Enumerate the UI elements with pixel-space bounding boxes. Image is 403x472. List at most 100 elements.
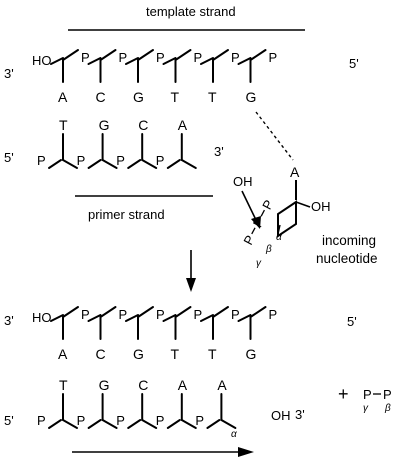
template-base: G	[133, 346, 144, 362]
triphosphate-bond-2	[260, 209, 265, 217]
triphosphate: P P P	[240, 197, 276, 247]
template-sugar-link	[137, 49, 154, 61]
primer-base: C	[138, 117, 148, 133]
template-phosphate: P	[231, 50, 240, 65]
top-primer-oh: OH	[233, 174, 253, 189]
template-base: C	[96, 89, 106, 105]
primer-phosphodiester-bond	[87, 159, 102, 169]
primer-base: T	[59, 377, 68, 393]
primer-phosphodiester-bond	[48, 419, 62, 429]
template-sugar-link	[99, 49, 117, 61]
template-sugar-link	[62, 306, 79, 318]
template-base: A	[58, 89, 68, 105]
incoming-oh-bond	[295, 201, 311, 208]
template-sugar-link	[99, 306, 117, 318]
primer-phosphodiester-bond	[127, 419, 142, 429]
top-template-ho: HO	[32, 53, 52, 68]
incoming-sugar	[277, 200, 297, 238]
template-phosphodiester-bond	[237, 57, 252, 65]
incoming-label-line1: incoming	[322, 233, 376, 248]
reaction-arrowhead	[186, 278, 196, 292]
incoming-base: A	[290, 164, 300, 180]
plus-sign: +	[338, 384, 349, 404]
triphosphate-gamma: γ	[256, 258, 262, 269]
template-phosphate: P	[81, 307, 90, 322]
template-phosphodiester-bond	[87, 314, 102, 322]
template-sugar-link	[62, 49, 79, 61]
template-phosphate: P	[269, 307, 278, 322]
template-phosphate: P	[119, 50, 128, 65]
template-sugar-link	[212, 306, 229, 318]
template-phosphodiester-bond	[162, 57, 177, 65]
pyrophosphate-p2: P	[383, 387, 392, 402]
template-phosphodiester-bond	[237, 314, 252, 322]
template-strand-label: template strand	[146, 4, 236, 19]
template-phosphodiester-bond	[50, 57, 64, 65]
primer-sugar-link	[141, 159, 158, 169]
primer-phosphodiester-bond	[127, 159, 142, 169]
primer-sugar-link	[220, 419, 237, 429]
template-sugar-link	[249, 306, 267, 318]
attack-arrow-shaft	[241, 190, 257, 221]
template-phosphodiester-bond	[125, 314, 139, 322]
triphosphate-p-alpha: P	[259, 197, 276, 212]
template-base: C	[96, 346, 106, 362]
template-base: G	[246, 89, 257, 105]
triphosphate-bond-1	[251, 227, 256, 235]
template-phosphate: P	[231, 307, 240, 322]
template-phosphate: P	[156, 50, 165, 65]
primer-base: G	[99, 377, 110, 393]
template-base: G	[246, 346, 257, 362]
template-phosphodiester-bond	[200, 314, 214, 322]
primer-sugar-link	[101, 159, 118, 169]
primer-base: A	[178, 377, 188, 393]
template-phosphodiester-bond	[87, 57, 102, 65]
primer-phosphodiester-bond	[166, 419, 181, 429]
primer-phosphate: P	[156, 153, 165, 168]
top-primer-3prime: 3'	[214, 144, 224, 159]
top-template-3prime: 3'	[4, 66, 14, 81]
primer-phosphate: P	[77, 413, 86, 428]
template-phosphate: P	[194, 50, 203, 65]
primer-phosphate: P	[116, 413, 125, 428]
base-pair-dashed-line	[255, 111, 294, 161]
primer-phosphate: P	[195, 413, 204, 428]
alpha-to-sugar-bond	[277, 224, 281, 235]
primer-phosphate: P	[156, 413, 165, 428]
template-phosphodiester-bond	[200, 57, 214, 65]
template-sugar-link	[249, 49, 267, 61]
template-base: A	[58, 346, 68, 362]
primer-phosphate: P	[77, 153, 86, 168]
pyrophosphate-gamma: γ	[363, 403, 369, 414]
primer-strand-label: primer strand	[88, 207, 165, 222]
incoming-label-line2: nucleotide	[316, 251, 378, 266]
primer-base: A	[178, 117, 188, 133]
top-template-5prime: 5'	[349, 56, 359, 71]
template-sugar-link	[212, 49, 229, 61]
template-phosphate: P	[81, 50, 90, 65]
template-sugar-link	[174, 306, 192, 318]
primer-sugar-link	[141, 419, 158, 429]
primer-phosphodiester-bond	[166, 159, 181, 169]
template-base: T	[208, 346, 217, 362]
primer-base: T	[59, 117, 68, 133]
primer-sugar-link	[101, 419, 118, 429]
synthesis-direction-arrowhead	[238, 447, 254, 457]
template-phosphodiester-bond	[50, 314, 64, 322]
top-primer-5prime: 5'	[4, 150, 14, 165]
bottom-alpha: α	[231, 429, 237, 440]
bottom-primer-5prime: 5'	[4, 413, 14, 428]
template-base: T	[171, 89, 180, 105]
primer-base: C	[138, 377, 148, 393]
template-phosphate: P	[194, 307, 203, 322]
template-phosphate: P	[156, 307, 165, 322]
template-phosphate: P	[269, 50, 278, 65]
primer-phosphodiester-bond	[48, 159, 62, 169]
primer-phosphodiester-bond	[87, 419, 102, 429]
primer-sugar-link	[180, 419, 197, 429]
